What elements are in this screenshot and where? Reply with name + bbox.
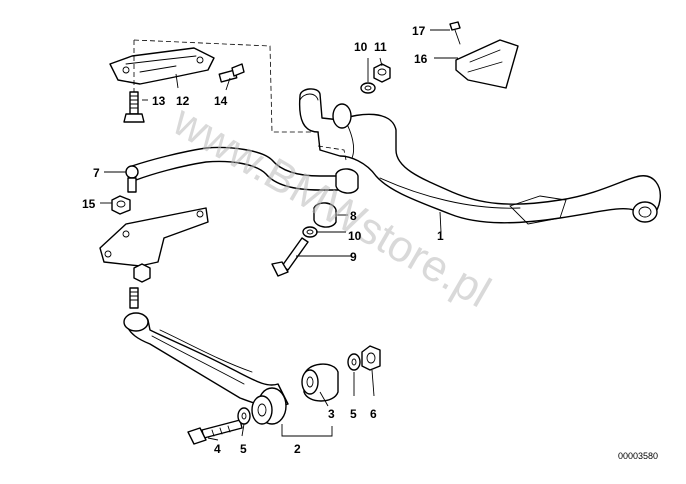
callout-6: 6 xyxy=(370,407,377,421)
axle-carrier-part-1 xyxy=(298,88,661,225)
bolt-part-4 xyxy=(187,419,243,445)
callout-4: 4 xyxy=(214,442,221,456)
washer-part-5-left xyxy=(237,407,251,425)
callouts: 1 2 3 4 5 5 6 7 8 9 10 10 11 12 13 14 15… xyxy=(82,24,444,456)
bolt-part-9 xyxy=(271,237,309,277)
callout-3: 3 xyxy=(328,407,335,421)
bracket-plate xyxy=(99,207,209,283)
rubber-mount-part-8 xyxy=(313,168,359,228)
callout-1: 1 xyxy=(437,229,444,243)
washer-part-5-right xyxy=(347,353,361,371)
document-id: 00003580 xyxy=(618,451,658,461)
nut-part-11 xyxy=(373,63,391,83)
callout-9: 9 xyxy=(350,250,357,264)
callout-16: 16 xyxy=(414,52,428,66)
callout-15: 15 xyxy=(82,197,96,211)
callout-14: 14 xyxy=(214,94,228,108)
mounting-plate-part-12 xyxy=(109,47,215,85)
ball-joint-stud xyxy=(129,287,139,309)
washer-part-10-top xyxy=(360,82,376,94)
callout-11: 11 xyxy=(374,40,387,54)
callout-10b: 10 xyxy=(348,229,362,243)
callout-7: 7 xyxy=(93,166,100,180)
callout-5a: 5 xyxy=(240,442,247,456)
reference-line-upper xyxy=(133,39,320,133)
bush-part-3 xyxy=(301,363,339,402)
screw-part-14 xyxy=(218,63,245,83)
callout-8: 8 xyxy=(350,209,357,223)
reference-line-lower xyxy=(317,145,347,161)
callout-10a: 10 xyxy=(354,40,368,54)
nut-part-6 xyxy=(361,345,381,371)
heat-shield-part-16 xyxy=(455,39,519,89)
callout-2: 2 xyxy=(294,442,301,456)
bolt-part-13 xyxy=(123,91,145,123)
callout-12: 12 xyxy=(176,94,190,108)
callout-17: 17 xyxy=(412,24,426,38)
callout-5b: 5 xyxy=(350,407,357,421)
bush-part-2 xyxy=(251,387,287,425)
nut-part-15 xyxy=(111,195,131,215)
screw-part-17 xyxy=(449,21,461,45)
callout-13: 13 xyxy=(152,94,166,108)
washer-part-10-lower xyxy=(302,226,318,238)
leader-lines xyxy=(100,29,458,441)
